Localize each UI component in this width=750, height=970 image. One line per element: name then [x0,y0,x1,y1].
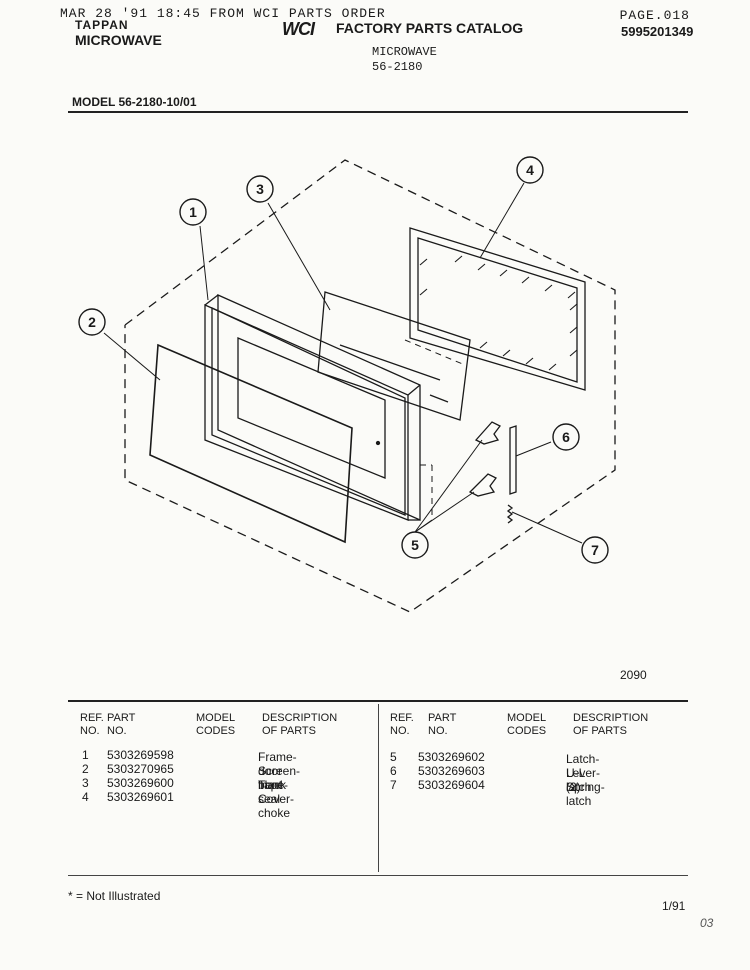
table-row-part: 5303270965 [107,762,174,776]
table-row-part: 5303269603 [418,764,485,778]
table-row-desc: Frame-door black [258,750,297,792]
callout-1 [179,198,207,226]
callout-label-7: 7 [591,542,599,558]
table-row-desc: Latch-U-L (2) [566,752,600,794]
header-model-codes: MODEL CODES [196,712,236,737]
model-number: MODEL 56-2180-10/01 [72,95,197,109]
diagram-code: 2090 [620,668,647,682]
table-row-part: 5303269602 [418,750,485,764]
fax-header-line: MAR 28 '91 18:45 FROM WCI PARTS ORDER [60,6,386,21]
subtitle-product: MICROWAVE [372,45,437,59]
table-row-part: 5303269604 [418,778,485,792]
catalog-title: FACTORY PARTS CATALOG [336,20,524,36]
latch-parts [468,421,501,497]
callout-label-6: 6 [562,429,570,445]
table-row-ref: 1 [82,748,89,762]
revision-date: 1/91 [662,899,686,913]
fax-page-number: PAGE.018 [619,8,690,23]
table-row-desc: Tape-seal [258,778,289,806]
table-row-part: 5303269600 [107,776,174,790]
callout-6 [552,423,580,451]
callout-label-1: 1 [189,204,197,220]
table-row-part: 5303269598 [107,748,174,762]
table-row-ref: 4 [82,790,89,804]
bounding-dashed-outline [124,159,616,613]
table-top-rule [68,700,688,702]
header-ref-no: REF. NO. [80,712,104,737]
callout-5 [401,531,429,559]
callout-7 [581,536,609,564]
header-description: DESCRIPTION OF PARTS [262,712,338,737]
callout-4 [516,156,544,184]
table-row-part: 5303269601 [107,790,174,804]
table-row-ref: 3 [82,776,89,790]
table-row-ref: 7 [390,778,397,792]
table-bottom-rule [68,875,688,876]
subtitle-model: 56-2180 [372,60,423,74]
callout-label-5: 5 [411,537,419,553]
table-row-desc: Lever-latch [566,766,601,794]
header-description-right: DESCRIPTION OF PARTS [573,712,649,737]
callout-circles [78,156,609,564]
handwritten-page-mark: 03 [700,916,714,930]
tape-seal-part [317,291,471,421]
callout-label-4: 4 [526,162,534,178]
brand-name: TAPPAN [75,18,129,32]
wci-logo: WCI [282,19,315,39]
not-illustrated-footnote: * = Not Illustrated [68,889,161,903]
table-row-desc: Screen-front [258,764,301,792]
table-column-divider [378,704,379,872]
header-part-no-right: PART NO. [428,712,457,737]
front-screen-part [149,343,353,544]
exploded-parts-diagram: 1 2 3 4 5 6 7 [78,156,616,613]
catalog-number: 5995201349 [621,24,694,39]
table-row-desc: Spring-latch [566,780,605,808]
header-ref-no-right: REF. NO. [390,712,414,737]
table-row-desc: Cover-choke [258,792,295,820]
callout-label-3: 3 [256,181,264,197]
header-rule [68,111,688,113]
header-model-codes-right: MODEL CODES [507,712,547,737]
table-row-ref: 6 [390,764,397,778]
latch-lever-part [509,425,517,495]
latch-spring-part [506,504,514,524]
header-part-no: PART NO. [107,712,136,737]
table-row-ref: 5 [390,750,397,764]
callout-3 [246,175,274,203]
callout-label-2: 2 [88,314,96,330]
door-frame-part [204,293,421,522]
choke-cover-part [409,227,586,391]
table-row-ref: 2 [82,762,89,776]
callout-2 [78,308,106,336]
product-category: MICROWAVE [75,32,162,48]
